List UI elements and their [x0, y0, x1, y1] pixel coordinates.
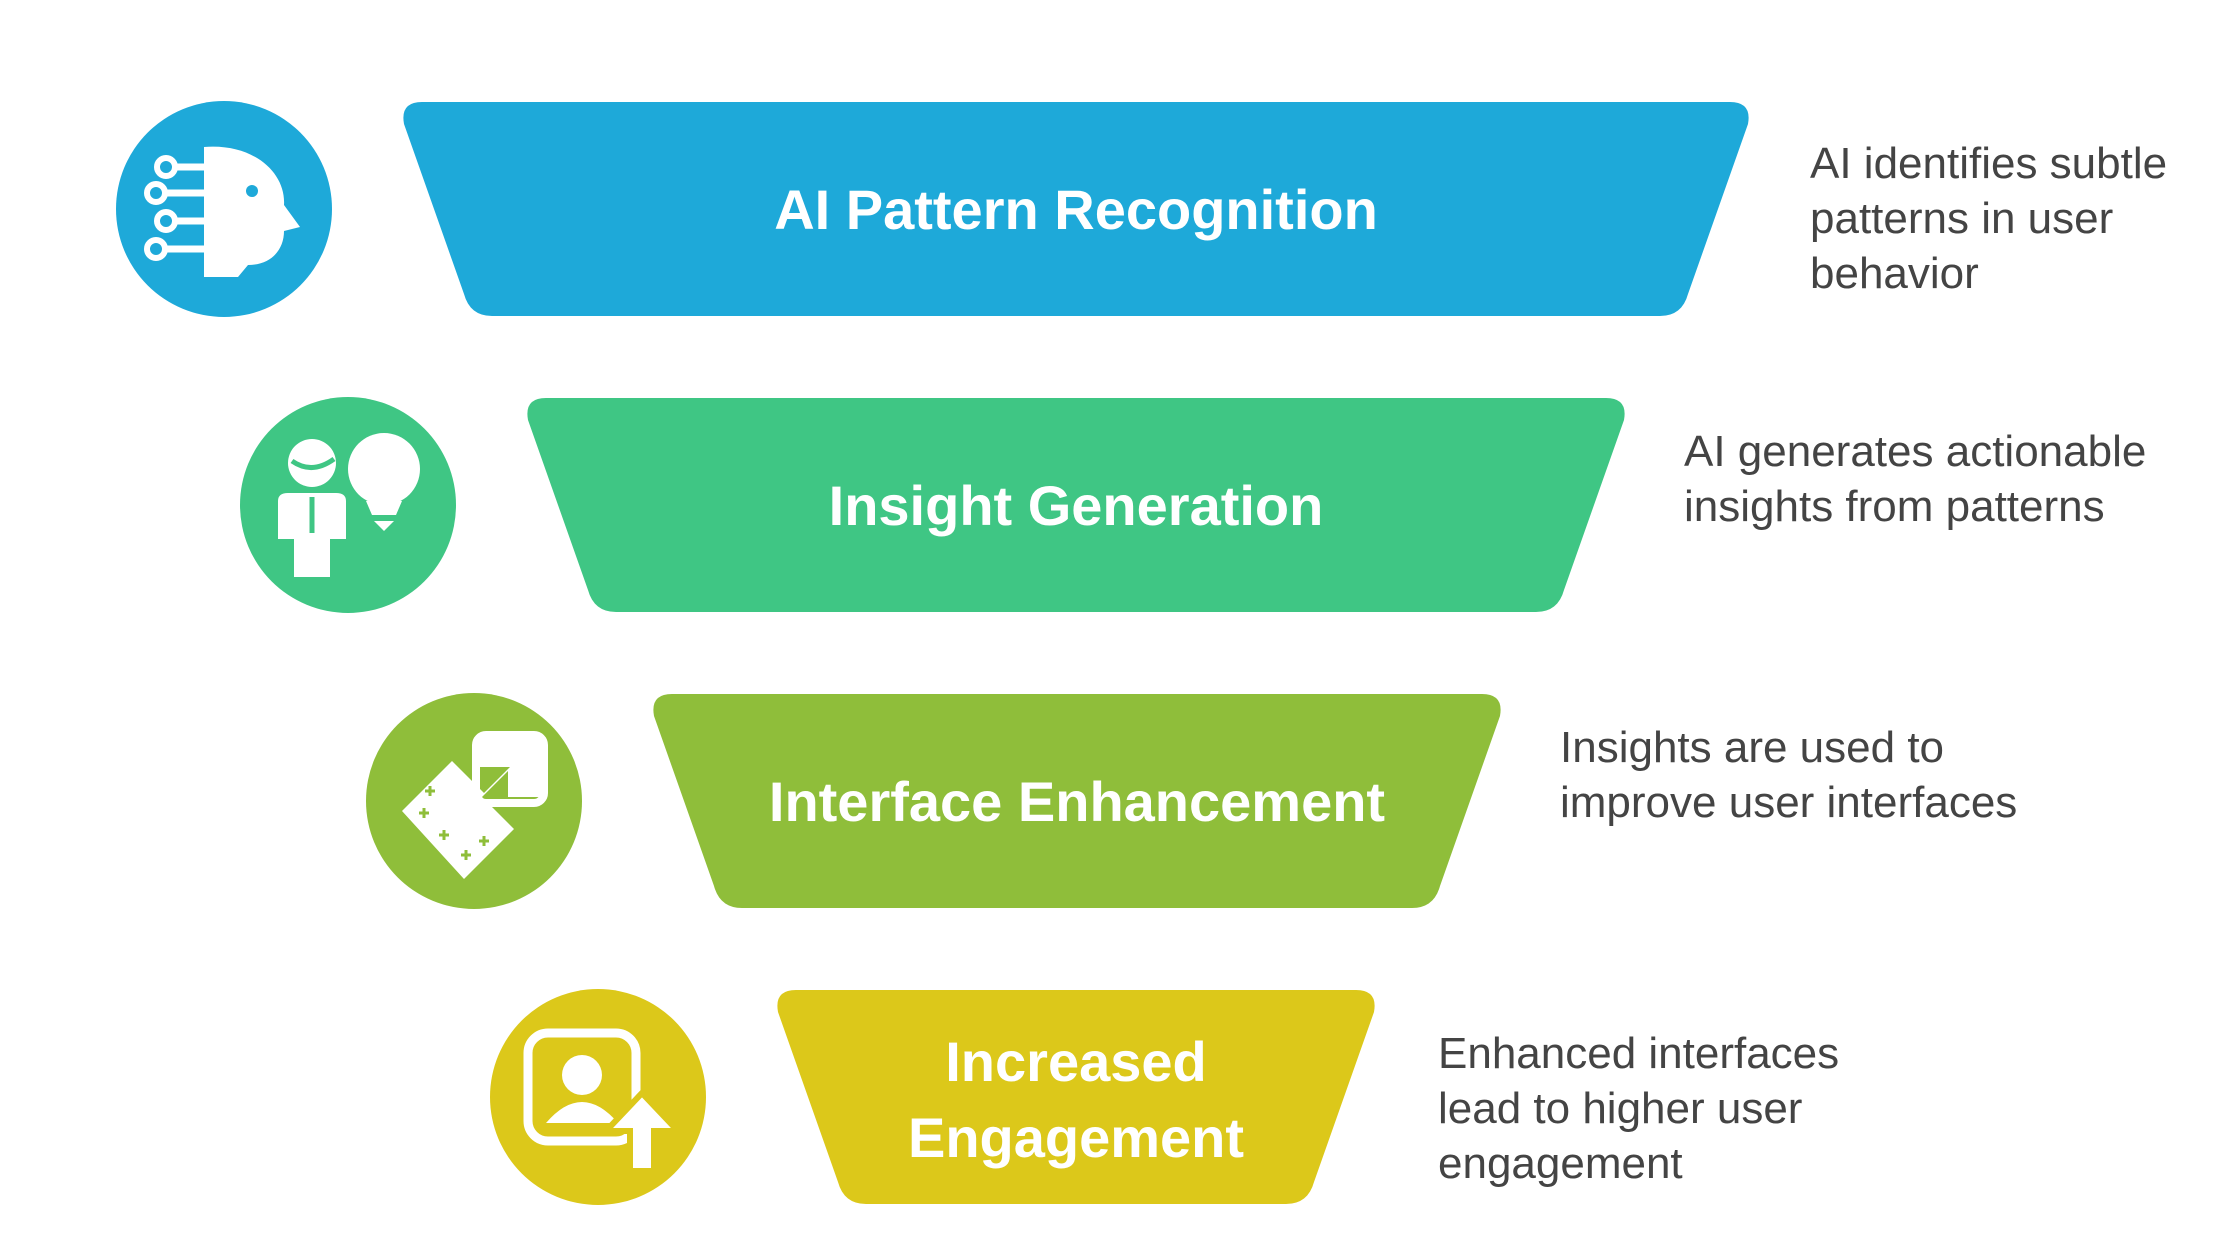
funnel-stage-3: Interface Enhancement [366, 693, 1501, 909]
stage-description-1: AI identifies subtle patterns in user be… [1810, 139, 2168, 298]
person-lightbulb-icon [240, 397, 456, 613]
stage-title-3: Interface Enhancement [769, 770, 1385, 833]
stage-title-2: Insight Generation [829, 474, 1324, 537]
expand-arrow-icon [366, 693, 582, 909]
funnel-band-3 [653, 694, 1501, 908]
funnel-band-1 [403, 102, 1749, 316]
funnel-stage-2: Insight Generation [240, 397, 1625, 613]
stage-title-1: AI Pattern Recognition [774, 178, 1378, 241]
stage-description-3: Insights are used to improve user interf… [1560, 723, 2018, 827]
stage-description-4: Enhanced interfaces lead to higher user … [1438, 1029, 1840, 1188]
ai-head-icon [116, 101, 332, 317]
funnel-band-4 [777, 990, 1375, 1204]
stage-description-2: AI generates actionable insights from pa… [1684, 427, 2147, 531]
funnel-stage-1: AI Pattern Recognition [116, 101, 1749, 317]
funnel-band-2 [527, 398, 1625, 612]
user-growth-icon [490, 989, 706, 1205]
